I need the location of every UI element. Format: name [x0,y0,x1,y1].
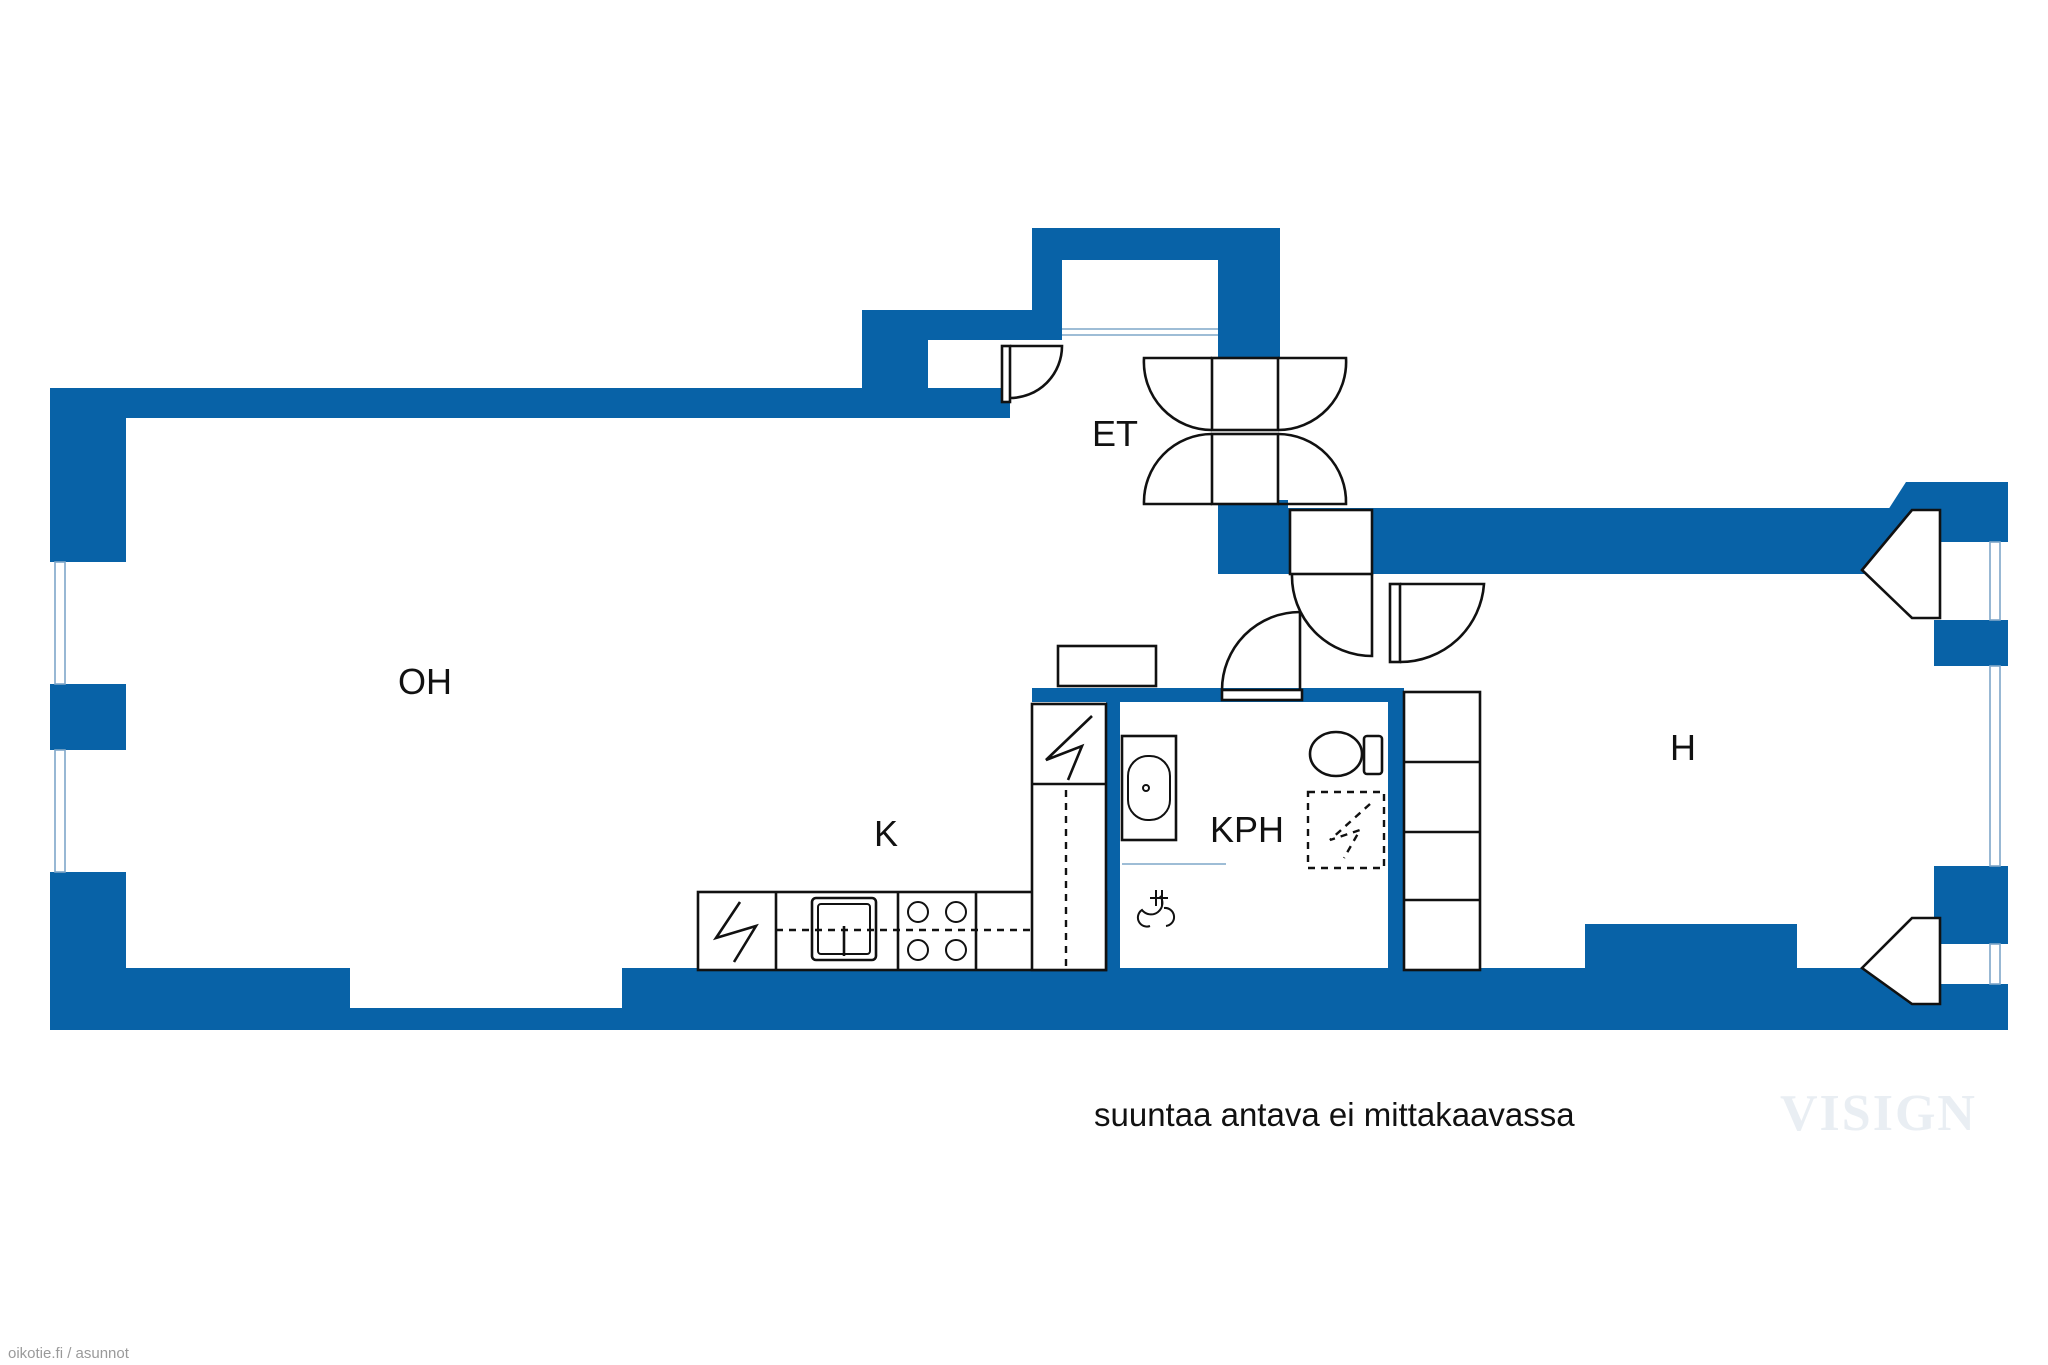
hall-door-swing-icon [1290,573,1374,658]
wall-bath-left [1106,688,1120,970]
shower-icon [1136,890,1175,928]
wall-bedroom-bump [1585,924,1797,970]
room-label-bedroom: H [1670,727,1696,768]
vestibule-opening [1062,260,1218,340]
dishwasher-icon [712,901,759,963]
toilet-tank-icon [1362,734,1384,776]
hob-burner-1 [907,901,929,923]
bedroom-door-swing-icon [1399,582,1486,664]
washbasin-icon [1127,755,1171,821]
entrance-door-swing-upper-right-icon [1277,356,1348,432]
entrance-door-panel-lower [1210,432,1280,506]
room-label-entry: ET [1092,413,1138,454]
wall-bottom [50,968,2008,1030]
window-left-lower-pane [54,749,66,873]
windows [50,260,2008,1008]
radiator-lower-icon [1859,916,1942,1006]
hob-burner-2 [945,901,967,923]
toilet-bowl-icon [1308,730,1364,778]
bedroom-fixtures [1402,690,1482,972]
washbasin-drain [1142,784,1150,792]
room-label-living: OH [398,661,452,702]
entrance-door-panel-upper [1210,356,1280,432]
washing-machine-dashed [1306,790,1386,870]
entrance-door-swing-lower-right-icon [1277,432,1348,506]
watermark-logo: VISIGN [1780,1085,1977,1142]
source-credit: oikotie.fi / asunnot [8,1345,130,1362]
bath-door-swing-icon [1220,610,1302,691]
hob-burner-3 [907,939,929,961]
window-left-upper-pane [54,561,66,685]
hall-door-panel [1288,508,1374,576]
wall-storage-top [862,310,1032,340]
radiators [1859,508,1942,1006]
closet-door-leaf [1000,344,1012,404]
window-right-lower-pane [1989,943,2001,985]
radiator-upper-icon [1860,508,1942,620]
doors [1000,344,1486,702]
kitchen-tall-unit [1030,702,1108,972]
room-label-bathroom: KPH [1210,809,1284,850]
wall-top-living [50,388,1010,418]
fridge-icon [1045,715,1093,781]
washing-machine-icon [1329,803,1371,859]
kitchen-fixtures [696,644,1158,972]
window-right-upper-pane [1989,541,2001,621]
scale-note: suuntaa antava ei mittakaavassa [1094,1096,1575,1133]
entrance-door-swing-upper-left-icon [1142,356,1213,432]
wall-entry-lower-left [1218,500,1288,574]
hob-burner-4 [945,939,967,961]
walls [50,228,2008,1030]
room-label-kitchen: K [874,813,898,854]
bath-door-leaf [1220,688,1304,702]
bathroom-fixtures [1120,730,1386,928]
wall-vestibule-right [1218,228,1280,358]
bedroom-door-leaf [1388,582,1402,664]
wall-kitchen-bath [1032,688,1392,702]
entrance-door-swing-lower-left-icon [1142,432,1213,506]
window-right-middle-pane [1989,665,2001,867]
balcony-opening-bottom [350,968,622,1008]
wall-bath-right [1388,688,1404,970]
closet-door-swing-icon [1009,344,1064,400]
kitchen-shelf [1056,644,1158,688]
wall-left-living [50,388,126,1030]
